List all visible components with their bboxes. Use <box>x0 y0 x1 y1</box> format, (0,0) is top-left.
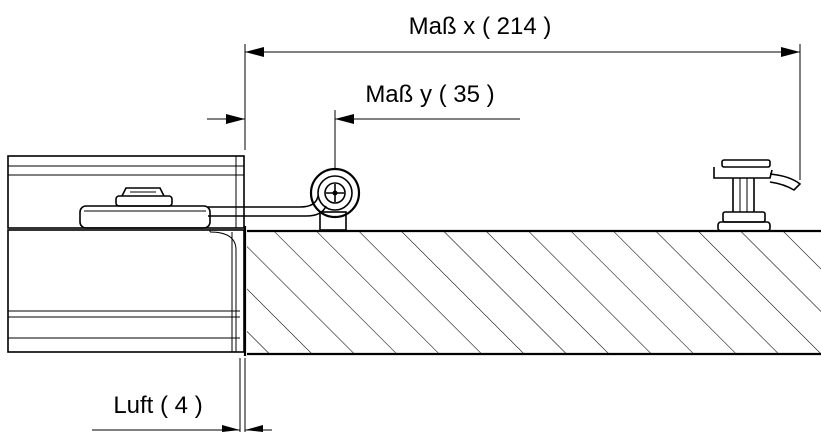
dimension-x <box>244 44 801 180</box>
dimension-air-gap-label: Luft ( 4 ) <box>113 392 202 419</box>
dimension-x-label: Maß x ( 214 ) <box>409 13 552 40</box>
hinge-screw <box>309 167 361 231</box>
dimension-air-gap <box>92 358 272 432</box>
anchor-bolt <box>713 159 802 232</box>
mounting-plate <box>79 187 327 229</box>
frame-profile <box>7 155 245 353</box>
concrete-slab <box>243 226 821 356</box>
dimension-y <box>207 110 520 168</box>
dimension-y-label: Maß y ( 35 ) <box>365 81 494 108</box>
